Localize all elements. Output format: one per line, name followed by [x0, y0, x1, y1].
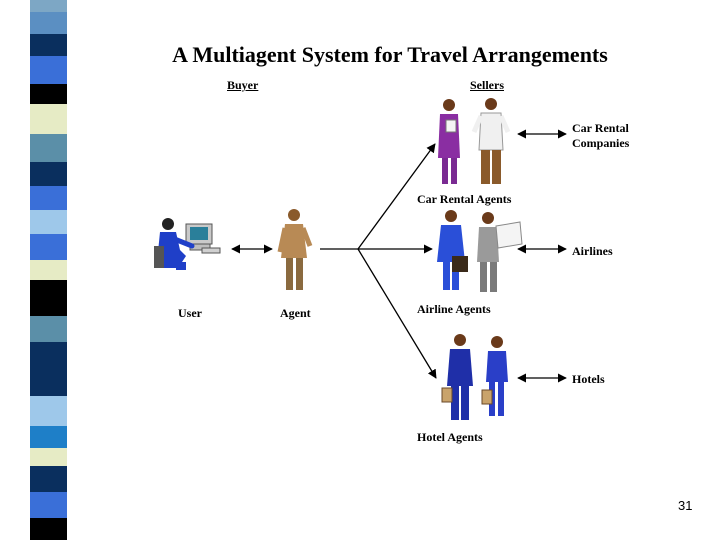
- hotels-label: Hotels: [572, 372, 605, 386]
- agent-label: Agent: [280, 306, 311, 320]
- airline-agents-label: Airline Agents: [417, 302, 491, 316]
- slide-title: A Multiagent System for Travel Arrangeme…: [172, 42, 608, 67]
- decorative-stripe: [30, 0, 67, 540]
- user-at-computer-illustration: [154, 218, 221, 270]
- car-rental-agents-label: Car Rental Agents: [417, 192, 512, 206]
- buyer-header: Buyer: [227, 78, 259, 92]
- user-label: User: [178, 306, 202, 320]
- airline-agents-illustration: [437, 210, 523, 292]
- hotel-agents-illustration: [441, 334, 508, 420]
- buyer-agent-illustration: [277, 209, 313, 290]
- sellers-header: Sellers: [470, 78, 504, 92]
- car-rental-companies-label-line1: Car Rental: [572, 121, 629, 135]
- connector-arrows: [231, 129, 567, 383]
- car-rental-companies-label-line2: Companies: [572, 136, 630, 150]
- page-number: 31: [678, 498, 693, 513]
- car-rental-agents-illustration: [438, 98, 511, 184]
- airlines-label: Airlines: [572, 244, 613, 258]
- hotel-agents-label: Hotel Agents: [417, 430, 483, 444]
